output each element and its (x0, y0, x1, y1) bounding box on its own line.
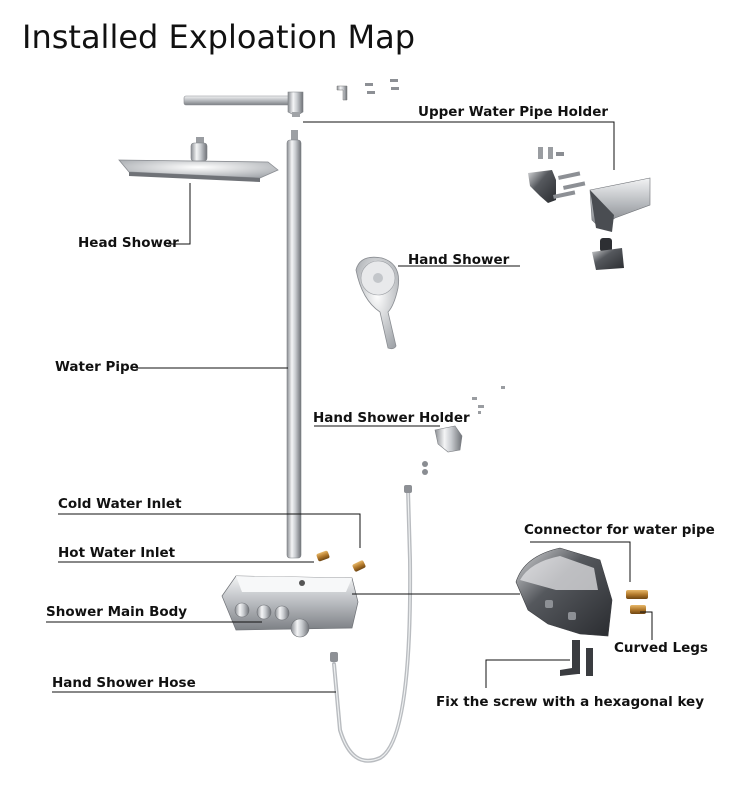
shower-arm (183, 91, 304, 117)
mounting-screws-top (336, 79, 399, 101)
hand-shower-holder-part (422, 386, 505, 475)
label-hand-shower: Hand Shower (408, 252, 510, 268)
inlets-part (316, 550, 366, 572)
label-curved-legs: Curved Legs (614, 640, 708, 656)
connector-detail (515, 547, 648, 676)
leader-lines (46, 121, 653, 693)
label-shower-main-body: Shower Main Body (46, 604, 188, 620)
label-upper-water-pipe-holder: Upper Water Pipe Holder (418, 104, 609, 120)
shower-main-body-part (221, 575, 359, 638)
label-hot-water-inlet: Hot Water Inlet (58, 545, 176, 561)
label-head-shower: Head Shower (78, 235, 179, 251)
label-hand-shower-hose: Hand Shower Hose (52, 675, 196, 691)
label-cold-water-inlet: Cold Water Inlet (58, 496, 182, 512)
label-water-pipe: Water Pipe (55, 359, 139, 375)
diagram-title: Installed Exploation Map (22, 18, 416, 56)
head-shower-part (118, 137, 279, 182)
label-fix-screw-hex-key: Fix the screw with a hexagonal key (436, 694, 705, 710)
hand-shower-part (355, 256, 400, 350)
label-hand-shower-holder: Hand Shower Holder (313, 410, 470, 426)
water-pipe-part (286, 130, 302, 559)
hand-shower-hose-part (330, 485, 413, 763)
label-connector-for-water-pipe: Connector for water pipe (524, 522, 715, 538)
upper-holder-detail (528, 147, 651, 270)
